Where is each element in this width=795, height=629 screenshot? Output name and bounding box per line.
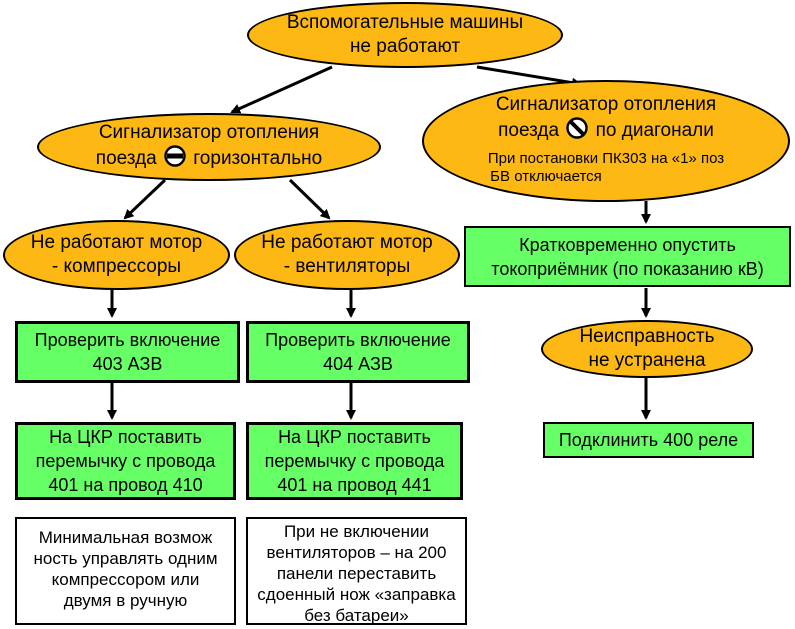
compressors-note-line-3: компрессором или [51, 570, 200, 589]
jumper-441-line-1: На ЦКР поставить [278, 427, 431, 447]
jumper-410-box: На ЦКР поставить перемычку с провода 401… [15, 422, 236, 500]
left-signal-line-1: Сигнализатор отопления [98, 121, 320, 143]
arrow-root-to-left [230, 65, 333, 114]
compressors-note-line-1: Минимальная возмож [38, 528, 213, 547]
right-signal-suffix: по диагонали [595, 119, 714, 141]
compressors-note-line-2: ность управлять одним [33, 549, 218, 568]
check-403-line-2: 403 АЗВ [92, 354, 163, 374]
compressors-fault-line-2: - компрессоры [51, 256, 182, 277]
jumper-441-line-2: перемычку с провода [264, 451, 445, 471]
fans-fault-node: Не работают мотор - вентиляторы [234, 220, 460, 290]
not-fixed-node: Неисправность не устранена [541, 320, 753, 378]
fans-note-line-5: без батареи» [304, 606, 409, 625]
arrow-left-to-fans [288, 178, 331, 220]
jumper-441-line-3: 401 на провод 441 [277, 475, 432, 495]
check-404-line-1: Проверить включение [265, 330, 451, 350]
check-403-line-1: Проверить включение [34, 330, 221, 350]
fans-note-line-1: При не включении [283, 522, 430, 541]
jumper-410-line-3: 401 на провод 410 [48, 475, 203, 495]
right-signal-line-1: Сигнализатор отопления [495, 93, 717, 115]
left-signal-suffix: горизонтально [193, 147, 323, 169]
relay-label: Подклинить 400 реле [558, 430, 739, 450]
pantograph-box: Кратковременно опустить токоприёмник (по… [464, 226, 791, 287]
fans-note-line-2: вентиляторов – на 200 [266, 543, 447, 562]
root-line-2: не работают [349, 36, 461, 57]
jumper-441-box: На ЦКР поставить перемычку с провода 401… [246, 422, 463, 500]
not-fixed-line-1: Неисправность [579, 326, 715, 347]
compressors-note: Минимальная возмож ность управлять одним… [15, 517, 236, 625]
check-404-line-2: 404 АЗВ [323, 354, 393, 374]
right-signal-node: Сигнализатор отопления поезда по диагона… [422, 80, 790, 202]
right-signal-prefix: поезда [498, 119, 560, 141]
arrow-left-to-compressors [123, 178, 167, 220]
right-signal-line-2: поезда по диагонали [498, 116, 714, 146]
check-404-box: Проверить включение 404 АЗВ [246, 321, 470, 383]
not-fixed-line-2: не устранена [588, 350, 706, 371]
compressors-fault-line-1: Не работают мотор [30, 232, 203, 253]
root-line-1: Вспомогательные машины [286, 12, 524, 33]
left-signal-node: Сигнализатор отопления поезда горизонтал… [37, 113, 381, 181]
root-node: Вспомогательные машины не работают [247, 2, 563, 68]
pantograph-line-1: Кратковременно опустить [519, 234, 736, 255]
compressors-note-line-4: двумя в ручную [63, 591, 188, 610]
relay-box: Подклинить 400 реле [543, 422, 754, 458]
circle-horizontal-bar-icon [164, 144, 186, 174]
fans-note-line-3: панели переставить [276, 564, 437, 583]
check-403-box: Проверить включение 403 АЗВ [15, 321, 240, 383]
pantograph-line-2: токоприёмник (по показанию кВ) [491, 258, 764, 279]
fans-fault-line-2: - вентиляторы [283, 256, 411, 277]
fans-note: При не включении вентиляторов – на 200 п… [246, 517, 467, 625]
fans-fault-line-1: Не работают мотор [261, 232, 433, 253]
fans-note-line-4: сдоенный нож «заправка [257, 585, 456, 604]
right-signal-note-1: При постановки ПК303 на «1» поз [487, 149, 725, 167]
left-signal-prefix: поезда [95, 147, 157, 169]
right-signal-note-2: БВ отключается [490, 167, 602, 185]
jumper-410-line-2: перемычку с провода [35, 451, 216, 471]
left-signal-line-2: поезда горизонтально [95, 144, 323, 174]
circle-diagonal-bar-icon [566, 116, 589, 146]
jumper-410-line-1: На ЦКР поставить [49, 427, 202, 447]
compressors-fault-node: Не работают мотор - компрессоры [3, 220, 230, 290]
